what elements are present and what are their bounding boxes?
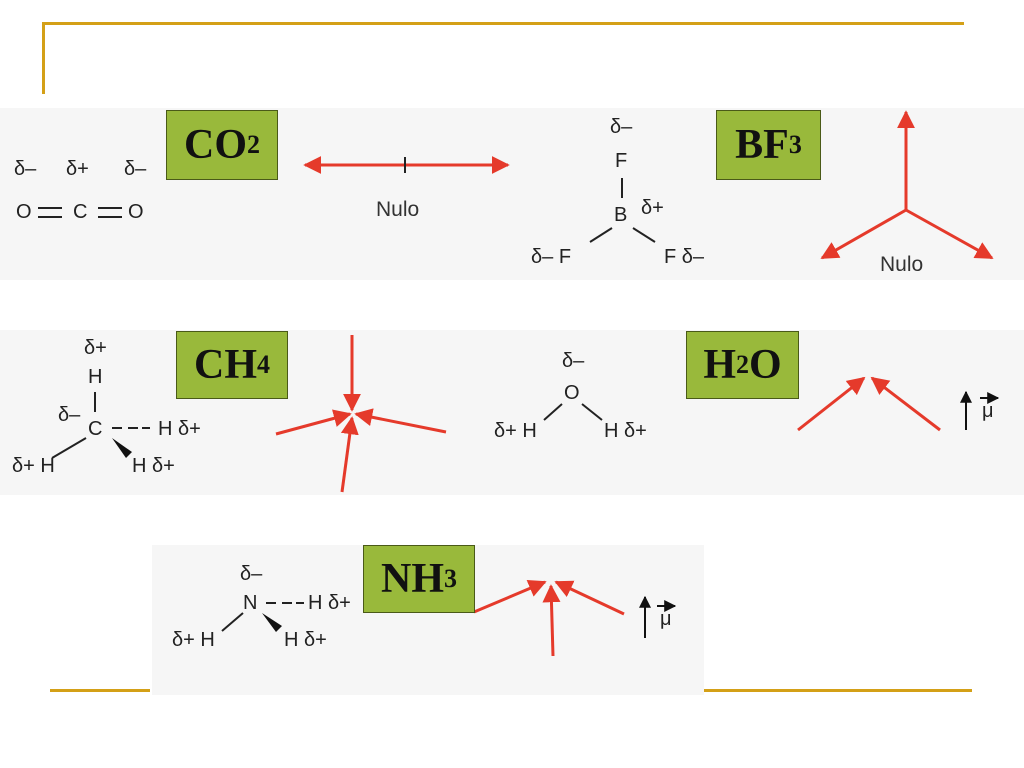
ch4-center-charge: δ– [58,404,81,426]
co2-null-label: Nulo [376,198,420,221]
bf3-label-sub: 3 [788,130,802,159]
nh3-bottom-right-atom: H δ+ [284,629,327,651]
h2o-right-atom: H δ+ [604,420,647,442]
bf3-null-label: Nulo [880,253,924,276]
bf3-left-atom: δ– F [531,246,572,268]
h2o-bonds [543,403,603,421]
nh3-label-sub: 3 [444,564,457,593]
ch4-label-main: CH [194,342,257,388]
nh3-mu-indicator [639,595,677,638]
h2o-left-atom: δ+ H [494,420,537,442]
co2-label-sub: 2 [247,130,260,159]
co2-dipole-arrows [303,156,510,174]
ch4-bonds [51,392,150,459]
h2o-top-charge: δ– [562,350,585,372]
co2-charge-right: δ– [124,158,147,180]
bf3-center-charge: δ+ [641,197,664,219]
ch4-bottom-right-atom: H δ+ [132,455,175,477]
nh3-center-atom: N [243,592,258,614]
co2-atom-c: C [73,201,88,223]
h2o-dipole-arrows [797,376,941,432]
h2o-mu-symbol: μ [982,400,994,422]
nh3-bottom-left-atom: δ+ H [172,629,215,651]
nh3-mu-symbol: μ [660,608,672,630]
bf3-bonds [589,178,656,243]
frame-bottom-line-right [704,689,972,692]
h2o-label-main: H [703,342,736,388]
ch4-top-charge: δ+ [84,337,107,359]
h2o-center-atom: O [564,382,580,404]
nh3-top-charge: δ– [240,563,263,585]
co2-atom-o-left: O [16,201,32,223]
bf3-top-atom: F [615,150,628,172]
ch4-dipole-arrows [275,335,447,493]
bf3-top-charge: δ– [610,116,633,138]
nh3-dipole-arrows [473,580,625,657]
bf3-center-atom: B [614,204,628,226]
co2-charge-center: δ+ [66,158,89,180]
ch4-top-atom: H [88,366,103,388]
frame-left-line [42,22,45,94]
ch4-label-sub: 4 [257,350,270,379]
h2o-mu-indicator [960,390,1000,430]
bf3-right-atom: F δ– [664,246,705,268]
bf3-dipole-arrows [820,110,994,260]
co2-double-bonds [38,207,122,218]
co2-label-main: CO [184,122,247,168]
h2o-label-sub: 2 [736,350,749,379]
nh3-label-main: NH [381,556,444,602]
frame-bottom-line-left [50,689,150,692]
nh3-bonds [221,602,304,632]
ch4-bottom-left-atom: δ+ H [12,455,55,477]
bf3-label-main: BF [735,122,789,168]
ch4-center-atom: C [88,418,103,440]
frame-top-line [42,22,964,25]
co2-charge-left: δ– [14,158,37,180]
co2-atom-o-right: O [128,201,144,223]
nh3-right-atom: H δ+ [308,592,351,614]
ch4-right-atom: H δ+ [158,418,201,440]
h2o-label-tail: O [749,342,782,388]
